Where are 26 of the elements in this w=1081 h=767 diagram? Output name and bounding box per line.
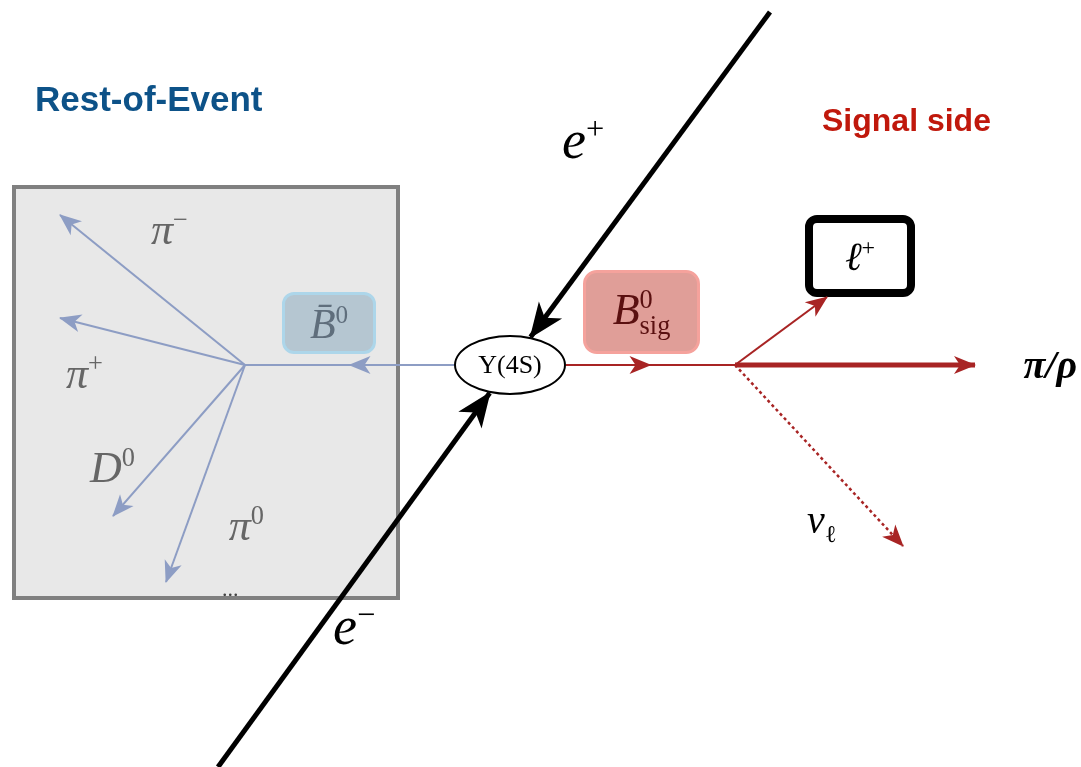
particle-symbol: D$^{0}$ — [90, 444, 135, 490]
beam-label: e$^{+}$ — [562, 112, 605, 167]
particle-box — [282, 292, 376, 354]
particle-symbol: π/ρ — [1023, 345, 1077, 385]
particle-symbol: B̄$^{0}$ — [309, 301, 349, 345]
continuation-dots: ... — [222, 578, 239, 600]
arrow — [734, 296, 828, 366]
particle-box — [805, 215, 915, 297]
particle-symbol: π$^{+}$ — [66, 350, 103, 396]
arrow — [528, 10, 772, 339]
arrow — [112, 364, 246, 517]
resonance-label: Υ(4S) — [478, 352, 542, 378]
particle-symbol: ℓ$^{+}$ — [844, 235, 876, 277]
section-heading: Signal side — [822, 104, 991, 136]
arrow — [734, 364, 904, 547]
panel-heading: Rest-of-Event — [35, 81, 263, 116]
particle-symbol: π$^{0}$ — [228, 502, 264, 548]
arrow — [164, 364, 246, 583]
particle-symbol: ν$_{ℓ}$ — [807, 500, 837, 546]
beam-label: e$^{−}$ — [333, 598, 376, 653]
arrow — [59, 214, 246, 366]
arrow — [59, 314, 246, 366]
arrow — [735, 356, 976, 374]
arrow — [215, 391, 492, 767]
particle-symbol: π$^{−}$ — [151, 206, 188, 252]
particle-box — [583, 270, 700, 354]
